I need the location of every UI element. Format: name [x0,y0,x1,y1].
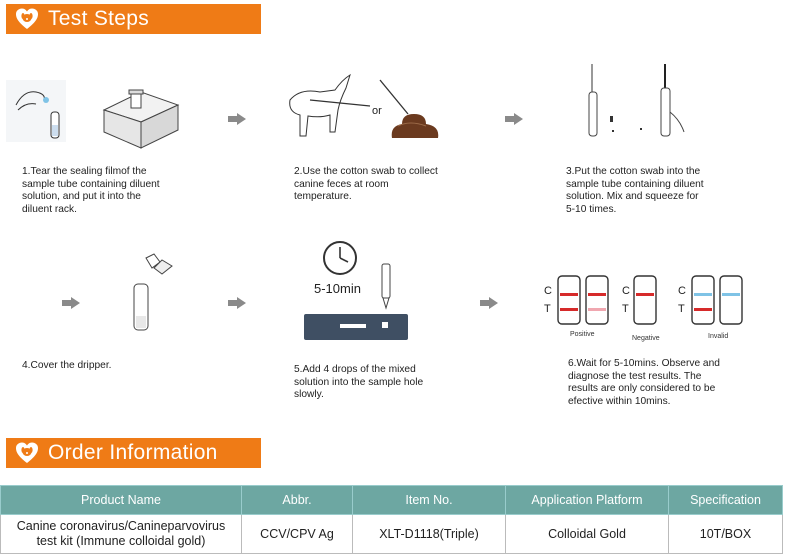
step-2: or 2.Use the cotton swab to collect cani… [280,70,470,204]
step-3-text: 3.Put the cotton swab into the sample tu… [566,166,704,215]
step-4-illustration [133,253,173,331]
arrow-right-icon [480,296,498,309]
column-header: Item No. [352,485,506,515]
step-5-illustration: 5-10min [304,241,408,340]
table-header-row: Product Name Abbr. Item No. Application … [0,485,783,515]
abbr-cell: CCV/CPV Ag [241,514,353,554]
column-header: Abbr. [241,485,353,515]
t-label: T [622,303,629,315]
test-steps-title: Test Steps [48,7,150,30]
column-header: Specification [668,485,783,515]
step-1-text: 1.Tear the sealing filmof the sample tub… [22,166,160,215]
or-label: or [372,105,382,117]
step-6-illustration: C T C T C T Positive Negative Invalid [544,275,743,342]
negative-strip [633,275,657,325]
product-name-cell: Canine coronavirus/Canineparvovirus test… [0,514,242,554]
table-row: Canine coronavirus/Canineparvovirus test… [0,514,783,554]
order-information-title: Order Information [48,441,218,464]
step-3-illustration [588,64,685,137]
step-2-illustration: or [289,73,439,138]
step-5: 5-10min 5.Add 4 drops of the mixed solut… [280,238,470,402]
step-1-illustration [6,80,180,149]
test-steps-banner: Test Steps [6,4,261,34]
positive-strip-1 [557,275,581,325]
c-label: C [678,285,686,297]
column-header: Product Name [0,485,242,515]
step-4: 4.Cover the dripper. [6,250,196,373]
order-information-banner: Order Information [6,438,261,468]
step-3: 3.Put the cotton swab into the sample tu… [552,62,742,216]
time-label: 5-10min [314,281,361,296]
positive-label: Positive [570,331,595,338]
arrow-right-icon [228,112,246,125]
t-label: T [678,303,685,315]
dog-heart-logo-icon [16,8,38,29]
platform-cell: Colloidal Gold [505,514,669,554]
positive-strip-2 [585,275,609,325]
negative-label: Negative [632,335,660,342]
item-no-cell: XLT-D1118(Triple) [352,514,506,554]
step-5-text: 5.Add 4 drops of the mixed solution into… [294,364,424,400]
invalid-strip-1 [691,275,715,325]
invalid-strip-2 [719,275,743,325]
c-label: C [544,285,552,297]
order-table: Product Name Abbr. Item No. Application … [0,485,783,554]
dog-heart-logo-icon [16,442,38,463]
step-4-text: 4.Cover the dripper. [22,360,112,371]
step-1: 1.Tear the sealing filmof the sample tub… [6,70,196,216]
step-2-text: 2.Use the cotton swab to collect canine … [294,166,438,202]
invalid-label: Invalid [708,333,728,340]
arrow-right-icon [62,296,80,309]
step-6: C T C T C T Positive Negative Invalid 6.… [540,272,743,408]
column-header: Application Platform [505,485,669,515]
arrow-right-icon [505,112,523,125]
c-label: C [622,285,630,297]
t-label: T [544,303,551,315]
specification-cell: 10T/BOX [668,514,783,554]
step-6-text: 6.Wait for 5-10mins. Observe and diagnos… [568,358,720,407]
arrow-right-icon [228,296,246,309]
